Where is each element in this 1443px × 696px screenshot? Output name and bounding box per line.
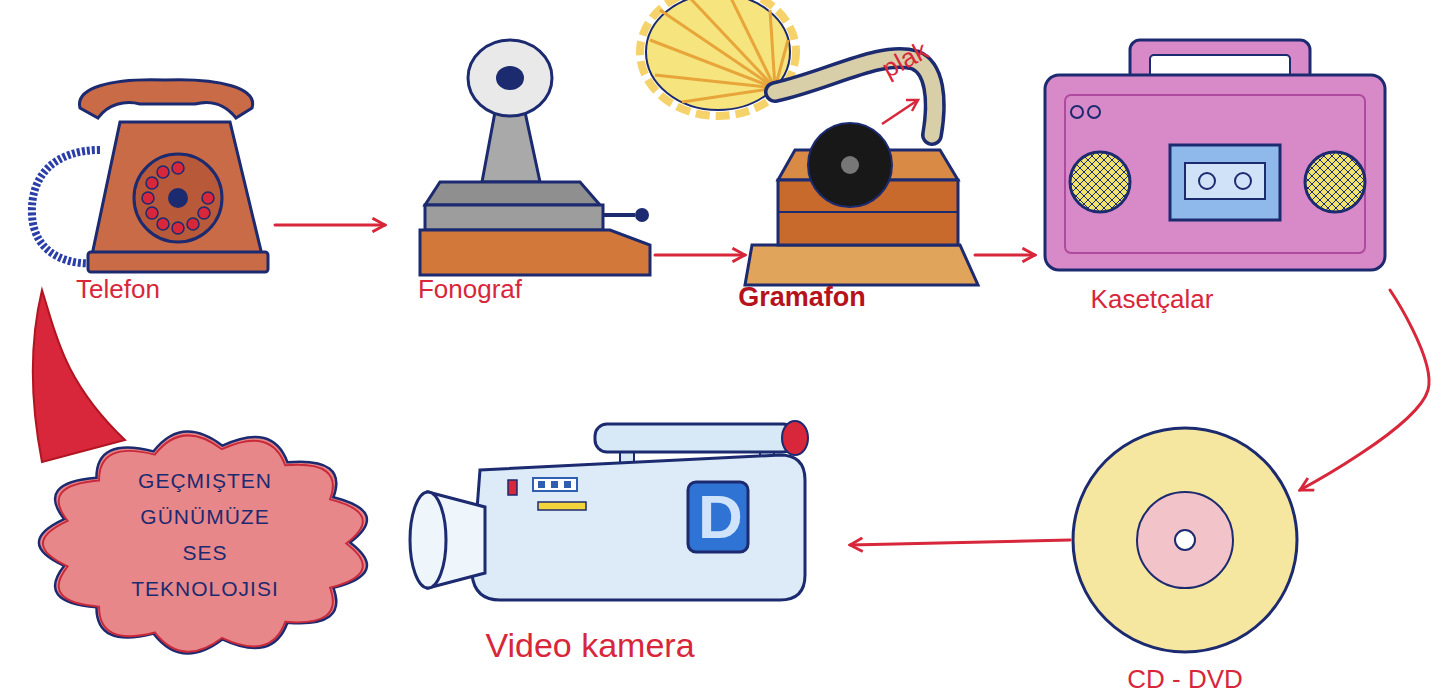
part-label: plak [878,37,932,82]
telephone-drawing [157,218,169,230]
phonograph-drawing [482,112,540,182]
telephone-drawing [142,162,214,234]
gramophone-drawing [682,88,775,102]
phonograph-drawing [635,208,649,222]
video-camera-drawing [564,481,571,488]
flow-arrow [850,540,1070,545]
telephone-drawing [146,207,158,219]
cassette-player-drawing [1065,95,1365,253]
video-camera-drawing [533,478,577,491]
gramophone-drawing [640,0,978,285]
telephone-drawing [187,218,199,230]
video-camera-drawing [782,421,808,455]
video-camera-drawing [410,421,808,600]
device-label: Gramafon [738,282,866,313]
flow-arrow [1300,290,1429,490]
device-label: Fonograf [418,275,522,305]
gramophone-drawing [655,75,775,88]
device-node: Video kamera [400,410,850,675]
cloud-shape [43,435,363,651]
disc-drawing [1073,428,1297,652]
device-node: Telefon [15,75,275,305]
telephone-drawing [92,122,262,255]
gramophone-drawing [778,211,958,213]
telephone-drawing [146,177,158,189]
gramophone-drawing [770,10,775,88]
telephone-drawing [142,192,154,204]
video-camera-drawing [508,480,517,495]
disc-drawing [1137,492,1233,588]
disc-drawing [1175,530,1195,550]
device-node: Fonograf [385,35,655,305]
cassette-player-drawing [1305,152,1365,212]
telephone-drawing [172,162,184,174]
leader-arrow [906,100,918,111]
cassette-player-drawing [1199,173,1215,189]
device-label: Telefon [76,275,160,305]
disc-drawing [1073,428,1297,652]
device-node: Kasetçalar [1035,50,1390,315]
device-label: Kasetçalar [1091,285,1214,315]
telephone-drawing [168,188,188,208]
video-camera-drawing [551,481,558,488]
telephone-drawing [32,80,268,272]
title-text: GEÇMIŞTEN GÜNÜMÜZE SES TEKNOLOJISI [131,463,279,607]
phonograph-drawing [468,40,552,116]
gramophone-drawing [808,123,892,207]
video-camera-drawing [538,481,545,488]
video-camera-drawing [538,481,571,488]
video-camera-drawing [688,482,748,552]
gramophone-drawing [690,0,775,88]
telephone-drawing [198,207,210,219]
video-camera-drawing [595,424,795,452]
gramophone-drawing [730,0,775,88]
cassette-player-drawing [1185,163,1265,199]
cassette-player-drawing [1305,152,1365,212]
callout-tail [33,290,125,462]
telephone-drawing [80,80,253,118]
telephone-drawing [134,154,222,242]
cassette-player-drawing [1235,173,1251,189]
video-camera-drawing [410,492,446,588]
leader-arrow [882,100,918,124]
callout-tail [33,290,125,462]
device-label: CD - DVD [1127,665,1243,695]
phonograph-drawing [496,66,524,90]
phonograph-drawing [425,205,603,230]
cassette-player-drawing [1070,152,1130,212]
telephone-drawing [88,252,268,272]
gramophone-drawing [745,245,978,285]
video-camera-drawing [472,455,805,600]
device-node: CD - DVD [1070,425,1300,695]
telephone-drawing [157,166,169,178]
phonograph-drawing [425,182,600,205]
telephone-drawing [202,192,214,204]
flow-arrow [655,254,745,257]
phonograph-drawing [420,40,650,275]
phonograph-drawing [603,213,635,217]
leader-arrow [882,100,918,124]
phonograph-drawing [420,230,650,275]
cassette-player-drawing [1045,40,1385,270]
flow-arrow [975,254,1035,257]
cassette-player-drawing [1045,75,1385,270]
gramophone-drawing [841,156,859,174]
flow-arrow [275,224,385,227]
device-node: Gramafon [745,0,975,315]
cassette-player-drawing [1071,106,1083,118]
cassette-player-drawing [1170,145,1280,220]
cloud-shape [39,432,367,654]
cassette-player-drawing [1088,106,1100,118]
title-cloud: GEÇMIŞTEN GÜNÜMÜZE SES TEKNOLOJISI [40,425,370,660]
telephone-drawing [172,222,184,234]
logo-letter: D [698,486,743,548]
video-camera-drawing [538,502,586,510]
device-label: Video kamera [485,626,694,665]
cassette-player-drawing [1070,152,1130,212]
